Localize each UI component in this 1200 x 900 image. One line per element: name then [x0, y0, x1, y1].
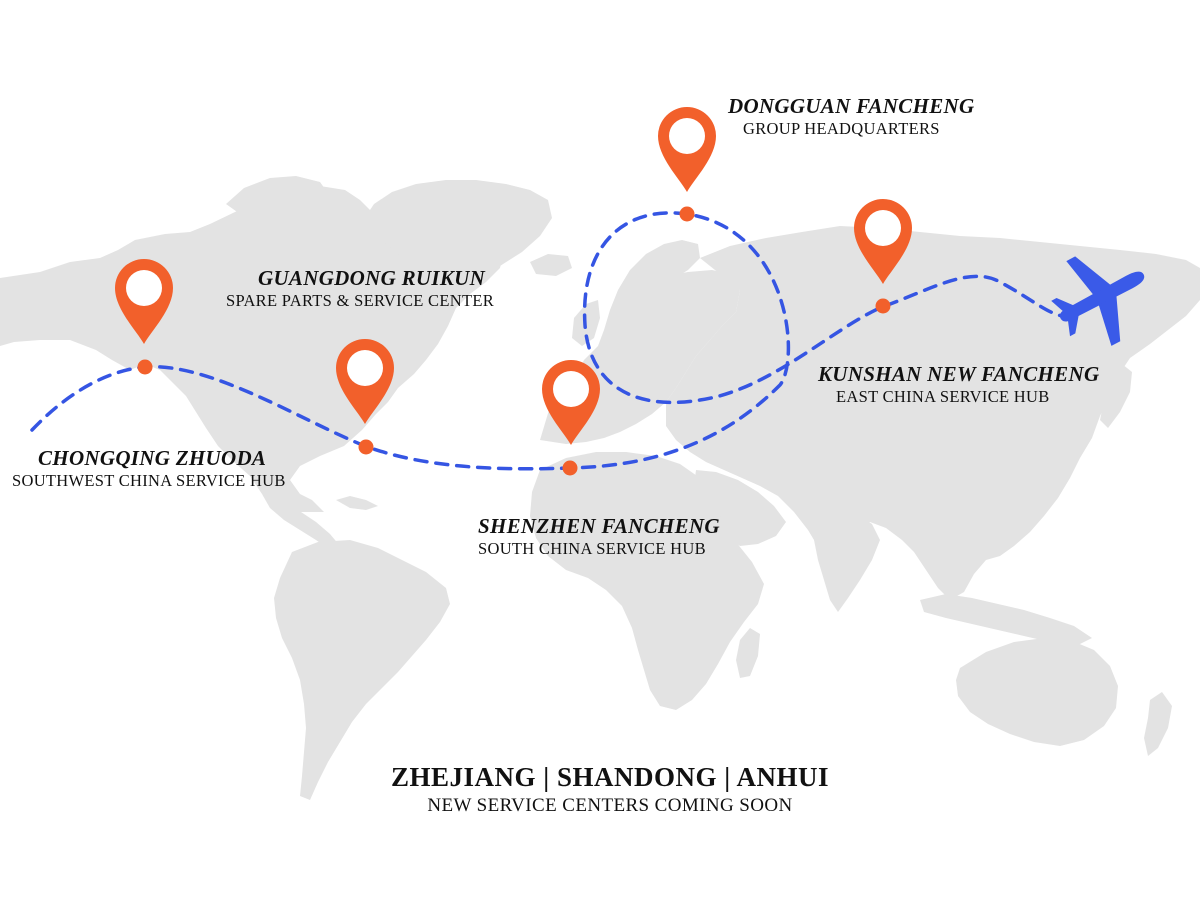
- location-name: DONGGUAN FANCHENG: [728, 94, 975, 118]
- airplane-icon: [1051, 256, 1145, 346]
- south-america-land: [274, 540, 450, 800]
- dashed-route-line: [30, 211, 1064, 471]
- location-label-shenzhen: SHENZHEN FANCHENG SOUTH CHINA SERVICE HU…: [478, 514, 720, 560]
- location-label-chongqing: CHONGQING ZHUODA SOUTHWEST CHINA SERVICE…: [12, 446, 286, 492]
- africa-land: [530, 452, 764, 710]
- location-subtitle: SPARE PARTS & SERVICE CENTER: [226, 291, 495, 310]
- arctic-islands-land: [226, 176, 330, 214]
- greenland-land: [362, 180, 552, 282]
- route-dot-shenzhen[interactable]: [562, 460, 578, 476]
- australia-land: [956, 638, 1118, 746]
- map-pin-icon[interactable]: [336, 339, 394, 424]
- central-america-land: [262, 494, 340, 550]
- route-dot-kunshan[interactable]: [875, 298, 891, 314]
- arabian-peninsula-land: [694, 470, 786, 546]
- upcoming-centers-caption: ZHEJIANG | SHANDONG | ANHUI NEW SERVICE …: [0, 760, 1200, 818]
- southeast-asia-islands-land: [920, 594, 1092, 646]
- location-subtitle: GROUP HEADQUARTERS: [743, 119, 940, 138]
- location-subtitle: SOUTH CHINA SERVICE HUB: [478, 539, 706, 558]
- upcoming-centers-title: ZHEJIANG | SHANDONG | ANHUI: [391, 762, 829, 792]
- map-pin-icon[interactable]: [115, 259, 173, 344]
- location-label-guangdong: GUANGDONG RUIKUN SPARE PARTS & SERVICE C…: [226, 266, 494, 312]
- route-dots: [137, 206, 891, 476]
- caribbean-islands-land: [336, 496, 378, 510]
- location-name: GUANGDONG RUIKUN: [258, 266, 486, 290]
- upcoming-centers-subtitle: NEW SERVICE CENTERS COMING SOON: [427, 795, 793, 816]
- japan-land: [1100, 364, 1132, 428]
- india-land: [814, 512, 880, 612]
- route-dot-chongqing[interactable]: [137, 359, 153, 375]
- iceland-land: [530, 254, 572, 276]
- map-pin-icon[interactable]: [854, 199, 912, 284]
- location-subtitle: SOUTHWEST CHINA SERVICE HUB: [12, 471, 286, 490]
- scandinavia-land: [610, 240, 700, 316]
- location-name: KUNSHAN NEW FANCHENG: [818, 362, 1100, 386]
- map-pin-icon[interactable]: [542, 360, 600, 445]
- location-label-kunshan: KUNSHAN NEW FANCHENG EAST CHINA SERVICE …: [818, 362, 1099, 408]
- map-pins: [115, 107, 912, 445]
- location-name: CHONGQING ZHUODA: [38, 446, 267, 470]
- location-name: SHENZHEN FANCHENG: [478, 514, 720, 538]
- location-subtitle: EAST CHINA SERVICE HUB: [836, 387, 1050, 406]
- madagascar-land: [736, 628, 760, 678]
- route-dot-dongguan[interactable]: [679, 206, 695, 222]
- route-dot-guangdong[interactable]: [358, 439, 374, 455]
- map-pin-icon[interactable]: [658, 107, 716, 192]
- new-zealand-land: [1144, 692, 1172, 756]
- location-label-dongguan: DONGGUAN FANCHENG GROUP HEADQUARTERS: [728, 94, 974, 140]
